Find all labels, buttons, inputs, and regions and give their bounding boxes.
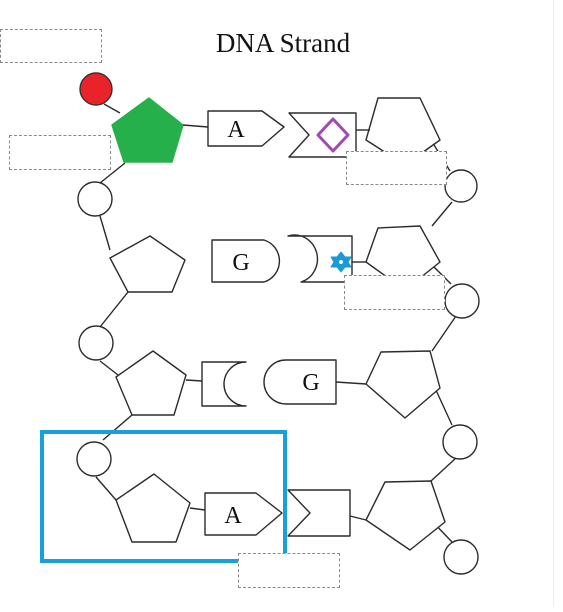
star-marker-center	[339, 260, 343, 264]
backbone-line	[99, 215, 111, 251]
nucleotide-highlight-frame	[40, 430, 287, 563]
base-shape-t	[287, 489, 351, 537]
bond-line	[185, 379, 203, 382]
sugar-pentagon	[365, 480, 446, 551]
backbone-line	[95, 476, 117, 501]
backbone-line	[99, 291, 129, 328]
base-shape-a	[204, 492, 283, 536]
label-drop-box-sugar[interactable]	[9, 135, 111, 170]
diagram-title: DNA Strand	[216, 28, 351, 58]
base-label: G	[232, 250, 249, 276]
bond-line	[349, 515, 367, 521]
page-edge-divider	[553, 0, 554, 607]
backbone-line	[99, 360, 119, 376]
phosphate-circle	[76, 441, 112, 477]
bond-line	[335, 381, 367, 385]
backbone-line	[103, 103, 121, 114]
base-shape-g	[263, 359, 337, 405]
base-shape-g	[211, 239, 281, 283]
base-label: A	[227, 117, 245, 143]
sugar-pentagon	[115, 350, 187, 416]
base-label: A	[224, 503, 242, 529]
backbone-line	[102, 414, 133, 441]
base-shape-c	[287, 234, 353, 283]
sugar-pentagon	[111, 97, 184, 163]
backbone-line	[431, 201, 453, 227]
phosphate-circle	[444, 169, 478, 203]
phosphate-circle	[442, 424, 478, 460]
sugar-pentagon	[365, 350, 441, 419]
sugar-pentagon	[115, 473, 191, 543]
phosphate-circle	[444, 283, 480, 319]
backbone-line	[431, 315, 457, 352]
phosphate-circle	[443, 539, 479, 575]
phosphate-circle	[77, 181, 113, 217]
backbone-line	[99, 162, 126, 184]
base-shape-a	[207, 110, 285, 147]
label-drop-box-diamond[interactable]	[346, 151, 447, 185]
sugar-pentagon	[109, 235, 186, 293]
bond-line	[189, 507, 206, 511]
base-shape-c	[201, 361, 247, 407]
phosphate-circle	[78, 325, 114, 361]
bond-line	[182, 124, 209, 128]
phosphate-circle	[79, 72, 113, 106]
label-drop-box-nucleotide[interactable]	[238, 553, 340, 588]
diamond-marker-icon	[316, 117, 350, 153]
backbone-line	[434, 387, 453, 426]
backbone-line	[430, 457, 457, 482]
label-drop-box-phosphate[interactable]	[0, 29, 102, 63]
label-drop-box-star[interactable]	[344, 275, 445, 310]
base-label: G	[302, 370, 319, 396]
